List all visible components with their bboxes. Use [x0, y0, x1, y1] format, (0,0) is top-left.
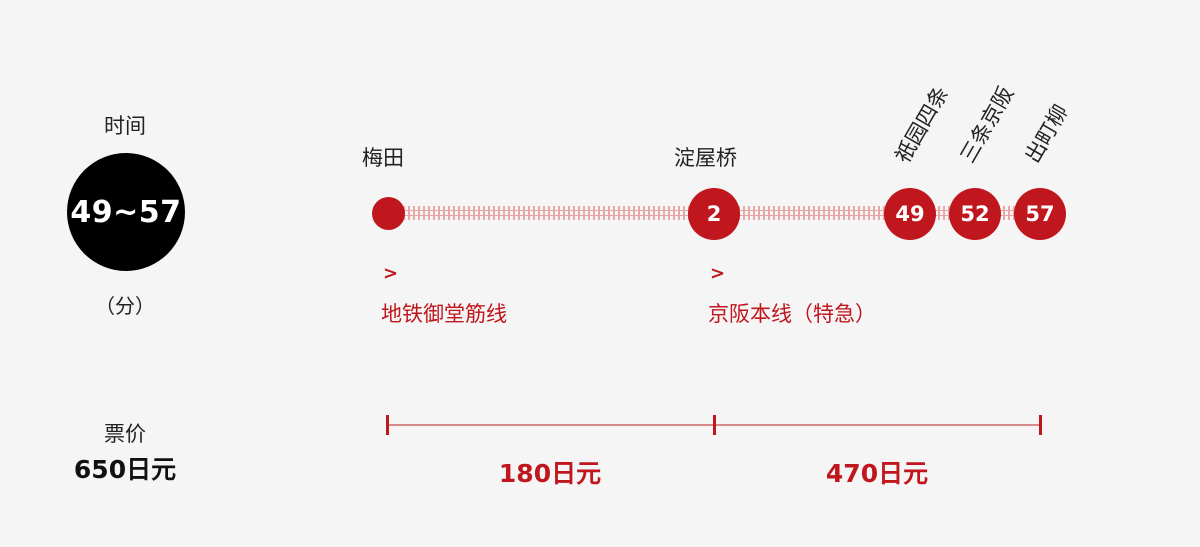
fare-tick: [1039, 415, 1042, 435]
stop-gion-minutes: 49: [895, 202, 925, 226]
fare-tick: [386, 415, 389, 435]
stop-demachi-minutes: 57: [1025, 202, 1055, 226]
line-name-midosuji: 地铁御堂筋线: [381, 302, 507, 326]
stop-umeda: [372, 197, 405, 230]
station-sanjo-keihan: 三条京阪: [955, 82, 1019, 167]
fare-segment-midosuji: 180日元: [498, 459, 602, 488]
stop-yodoyabashi: 2: [688, 188, 740, 240]
stop-yodoyabashi-minutes: 2: [706, 202, 722, 226]
travel-time-circle: 49~57: [67, 153, 185, 271]
stop-sanjo-minutes: 52: [960, 202, 990, 226]
line-arrow-icon: >: [710, 263, 726, 284]
station-yodoyabashi: 淀屋桥: [674, 146, 737, 170]
station-gion-shijo: 祇园四条: [890, 82, 954, 167]
station-demachiyanagi: 出町柳: [1020, 100, 1073, 167]
time-unit: （分）: [95, 294, 155, 318]
fare-tick: [713, 415, 716, 435]
stop-gion-shijo: 49: [884, 188, 936, 240]
time-label: 时间: [104, 114, 146, 138]
line-name-keihan: 京阪本线（特急）: [708, 302, 876, 326]
stop-demachiyanagi: 57: [1014, 188, 1066, 240]
station-umeda: 梅田: [362, 146, 404, 170]
fare-label: 票价: [104, 422, 146, 446]
line-arrow-icon: >: [383, 263, 399, 284]
fare-total: 650日元: [73, 455, 177, 484]
stop-sanjo-keihan: 52: [949, 188, 1001, 240]
travel-time-value: 49~57: [70, 194, 182, 230]
fare-segment-keihan: 470日元: [825, 459, 929, 488]
